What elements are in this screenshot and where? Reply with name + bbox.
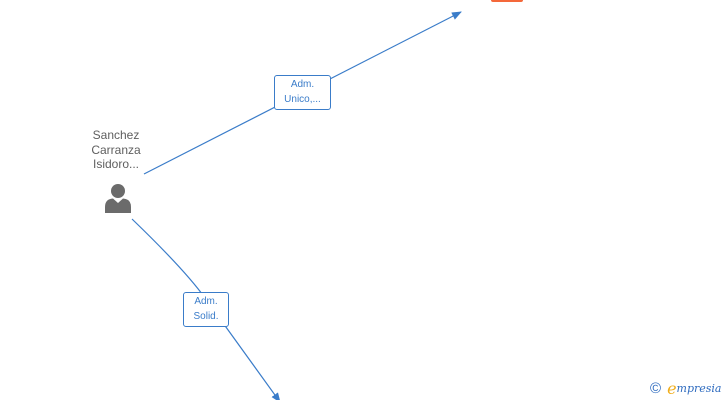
person-name-label: Sanchez Carranza Isidoro... (74, 128, 158, 172)
relation-label-line-1: Adm. (194, 296, 218, 307)
person-name-line-2: Carranza (91, 142, 141, 157)
relation-label-line-2: Unico,... (284, 94, 321, 105)
person-icon[interactable] (102, 183, 134, 213)
relation-label-adm-unico[interactable]: Adm. Unico,... (274, 75, 331, 110)
relation-label-line-1: Adm. (290, 79, 315, 90)
company-node-top[interactable] (491, 0, 523, 2)
person-name-line-1: Sanchez (92, 128, 140, 142)
copyright-icon: © (650, 380, 662, 397)
relation-label-adm-solid[interactable]: Adm. Solid. (183, 292, 229, 327)
brand-initial: e (667, 379, 677, 398)
person-name-line-3: Isidoro... (92, 157, 140, 171)
relation-label-line-2: Solid. (193, 311, 219, 322)
empresia-watermark: © e mpresia (650, 380, 722, 398)
brand-name: mpresia (676, 382, 722, 395)
